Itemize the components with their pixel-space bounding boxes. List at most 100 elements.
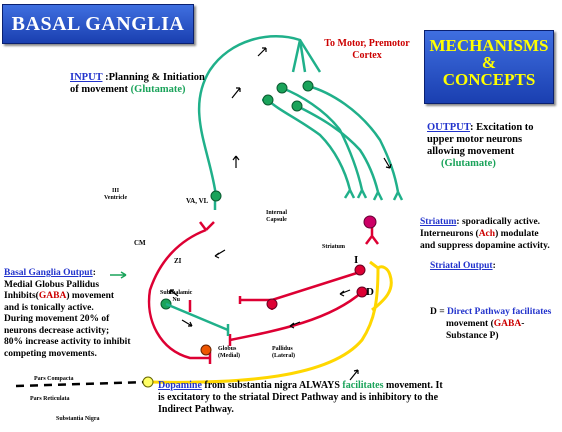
striatum-to-gp-lateral bbox=[240, 270, 361, 302]
cortex-pathways bbox=[197, 35, 404, 210]
pallidus-line-2: (Lateral) bbox=[272, 353, 295, 359]
flow-arrows bbox=[169, 47, 392, 381]
output-text: : Excitation to bbox=[469, 122, 534, 133]
output-glutamate: (Glutamate) bbox=[441, 158, 496, 169]
dopamine-description: Dopamine from substantia nigra ALWAYS fa… bbox=[158, 380, 443, 416]
direct-neuron bbox=[356, 286, 368, 298]
dopamine-text-1: from substantia nigra ALWAYS bbox=[201, 380, 343, 391]
bg-output-gaba: GABA bbox=[38, 291, 67, 301]
output-line-2: upper motor neurons bbox=[427, 134, 523, 145]
bg-output-line-8: competing movements. bbox=[4, 348, 97, 359]
bg-output-line-6: neurons decrease activity; bbox=[4, 325, 110, 336]
pallidus-label: Pallidus (Lateral) bbox=[272, 346, 295, 360]
indirect-marker: I bbox=[354, 254, 359, 266]
pars-compacta-label: Pars Compacta bbox=[34, 376, 74, 382]
input-label: INPUT :Planning & Initiation of movement… bbox=[70, 72, 205, 96]
bg-output-line-3b: ) movement bbox=[66, 291, 115, 301]
direct-dash: - bbox=[521, 319, 525, 329]
direct-pathway-red bbox=[229, 291, 363, 342]
internal-capsule-line-2: Capsule bbox=[266, 217, 287, 223]
dopamine-line-3: Indirect Pathway. bbox=[158, 404, 234, 415]
motor-target-label: To Motor, Premotor Cortex bbox=[312, 38, 422, 62]
striatum-text-1: : sporadically active. bbox=[456, 217, 541, 227]
globus-line-2: (Medial) bbox=[218, 353, 240, 359]
iii-ventricle-line-1: III bbox=[112, 188, 120, 194]
direct-line-3: Substance P) bbox=[446, 331, 499, 341]
iii-ventricle-line-2: Ventricle bbox=[104, 195, 128, 201]
bg-output-line-4: and is tonically active. bbox=[4, 302, 94, 313]
substantia-nigra-label: Substantia Nigra bbox=[56, 416, 100, 422]
bg-output-line-7: 80% increase activity to inhibit bbox=[4, 337, 131, 347]
title-banner: BASAL GANGLIA bbox=[2, 4, 194, 44]
striatum-text-2b: ) modulate bbox=[495, 229, 539, 239]
cortex-arc-4 bbox=[307, 84, 400, 193]
substantia-nigra-neuron bbox=[142, 376, 154, 388]
striatum-ach: Ach bbox=[478, 229, 496, 239]
indirect-neuron bbox=[354, 264, 366, 276]
subthalamic-label: Subthalamic Nu bbox=[160, 290, 192, 304]
bg-output-colon: : bbox=[92, 268, 96, 278]
bg-output-heading: Basal Ganglia Output bbox=[4, 268, 93, 278]
internal-capsule-label: Internal Capsule bbox=[266, 210, 287, 224]
va-vl-label: VA, VL bbox=[186, 197, 209, 205]
dopamine-pathway bbox=[149, 260, 393, 384]
striatum-heading: Striatum bbox=[420, 217, 457, 227]
dopamine-text-2: movement. It bbox=[383, 380, 443, 391]
direct-marker: D bbox=[366, 286, 374, 298]
input-heading: INPUT bbox=[70, 72, 103, 83]
globus-line-1: Globus bbox=[218, 346, 237, 352]
striatum-interneuron bbox=[363, 215, 377, 229]
striatal-output-label: Striatal Output: bbox=[430, 261, 496, 271]
thalamic-loop bbox=[147, 228, 210, 360]
mechanisms-line-3: CONCEPTS bbox=[442, 70, 536, 89]
bg-output-line-3a: Inhibits( bbox=[4, 291, 39, 301]
cm-label: CM bbox=[134, 239, 146, 247]
pallidus-line-1: Pallidus bbox=[272, 346, 293, 352]
bg-output-description: Basal Ganglia Output: Medial Globus Pall… bbox=[4, 268, 130, 360]
iii-ventricle-label: III Ventricle bbox=[104, 188, 127, 202]
direct-pathway-label: D = Direct Pathway facilitates movement … bbox=[430, 306, 551, 342]
cortex-arc-3 bbox=[296, 104, 380, 193]
subthalamic-line-2: Nu bbox=[172, 297, 180, 303]
nigrostriatal-pathway bbox=[149, 260, 380, 384]
dopamine-line-2: is excitatory to the striatal Direct Pat… bbox=[158, 392, 439, 403]
cortex-arc-2 bbox=[281, 86, 364, 191]
direct-d: D = bbox=[430, 307, 448, 317]
subthalamic-line-1: Subthalamic bbox=[160, 290, 193, 296]
output-label: OUTPUT: Excitation to upper motor neuron… bbox=[427, 122, 534, 170]
globus-label: Globus (Medial) bbox=[218, 346, 240, 360]
bg-output-line-5: During movement 20% of bbox=[4, 314, 110, 324]
input-text: :Planning & Initiation bbox=[102, 72, 205, 83]
pars-reticulata-label: Pars Reticulata bbox=[30, 396, 70, 402]
green-pointer-arrow bbox=[110, 271, 127, 279]
dopamine-facilitates: facilitates bbox=[342, 380, 384, 391]
cortex-neuron-bodies bbox=[160, 80, 314, 310]
mechanisms-line-2: & bbox=[481, 53, 497, 72]
motor-target-line-2: Cortex bbox=[352, 50, 382, 61]
striatum-description: Striatum: sporadically active. Interneur… bbox=[420, 216, 550, 252]
motor-target-line-1: To Motor, Premotor bbox=[324, 38, 410, 49]
direct-gaba: GABA bbox=[493, 319, 522, 329]
gp-medial-neuron bbox=[200, 344, 212, 356]
striatum-text-2a: Interneurons ( bbox=[420, 229, 479, 239]
gp-lateral-neuron bbox=[266, 298, 278, 310]
striatum-line-3: and suppress dopamine activity. bbox=[420, 241, 550, 251]
striatum-anatomy-label: Striatum bbox=[322, 244, 345, 250]
direct-line-2: movement ( bbox=[446, 319, 494, 329]
cortex-arc-1 bbox=[267, 99, 352, 191]
cortex-arc-outer bbox=[197, 35, 322, 197]
zi-label: ZI bbox=[174, 257, 182, 265]
bg-output-line-2: Medial Globus Pallidus bbox=[4, 279, 100, 290]
mechanisms-line-1: MECHANISMS bbox=[429, 36, 549, 55]
striatal-output-heading: Striatal Output bbox=[430, 261, 493, 271]
internal-capsule-line-1: Internal bbox=[266, 210, 287, 216]
direct-pathway-text: Direct Pathway facilitates bbox=[447, 307, 552, 317]
input-glutamate: (Glutamate) bbox=[130, 84, 186, 95]
mechanisms-banner: MECHANISMS & CONCEPTS bbox=[424, 30, 554, 104]
dopamine-heading: Dopamine bbox=[158, 380, 202, 391]
subthalamic-pathway bbox=[165, 302, 230, 336]
input-line-2: of movement bbox=[70, 84, 131, 95]
output-heading: OUTPUT bbox=[427, 122, 470, 133]
output-line-3: allowing movement bbox=[427, 146, 515, 157]
